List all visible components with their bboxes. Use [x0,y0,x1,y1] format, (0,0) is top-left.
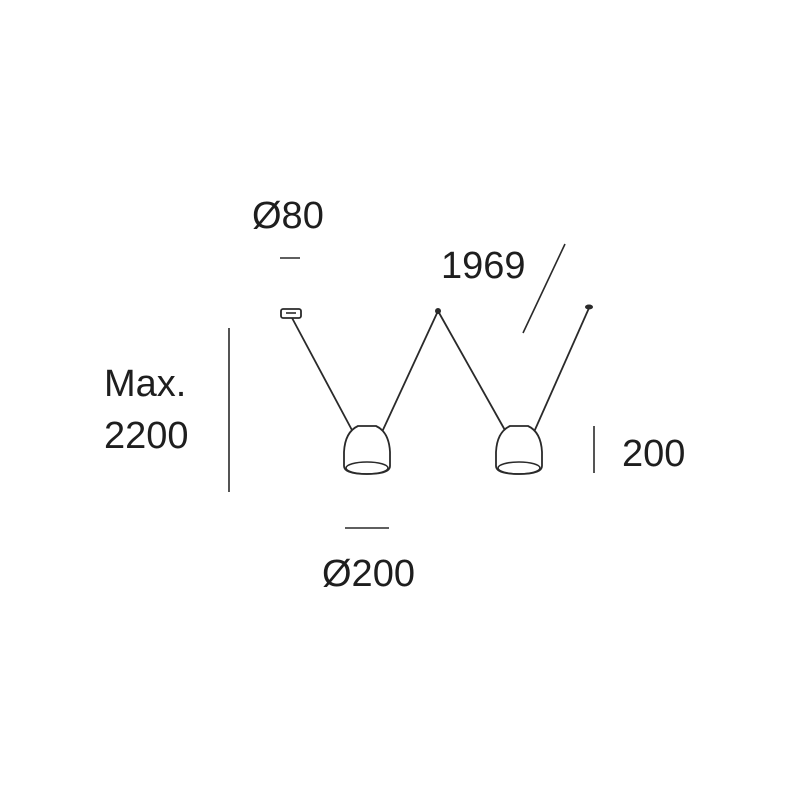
left-lamp-shade [343,425,391,475]
cable-length-dimension-line [522,243,566,334]
middle-ceiling-hook [435,308,441,314]
right-lamp-shade [495,425,543,475]
shade-height-label: 200 [622,433,685,475]
cable-length-label: 1969 [441,245,526,287]
cord-right-shade-to-hook [533,307,590,433]
ceiling-canopy [280,308,302,319]
suspension-cords [290,307,590,433]
cord-left-shade-to-hook [381,310,439,433]
right-ceiling-hook [585,304,593,310]
max-height-label-line2: 2200 [104,415,189,457]
shade-diameter-label: Ø200 [322,553,415,595]
cord-hook-to-right-shade [437,310,507,433]
max-height-label-line1: Max. [104,363,186,405]
cord-canopy-to-left-shade [290,315,354,433]
canopy-diameter-label: Ø80 [252,195,324,237]
